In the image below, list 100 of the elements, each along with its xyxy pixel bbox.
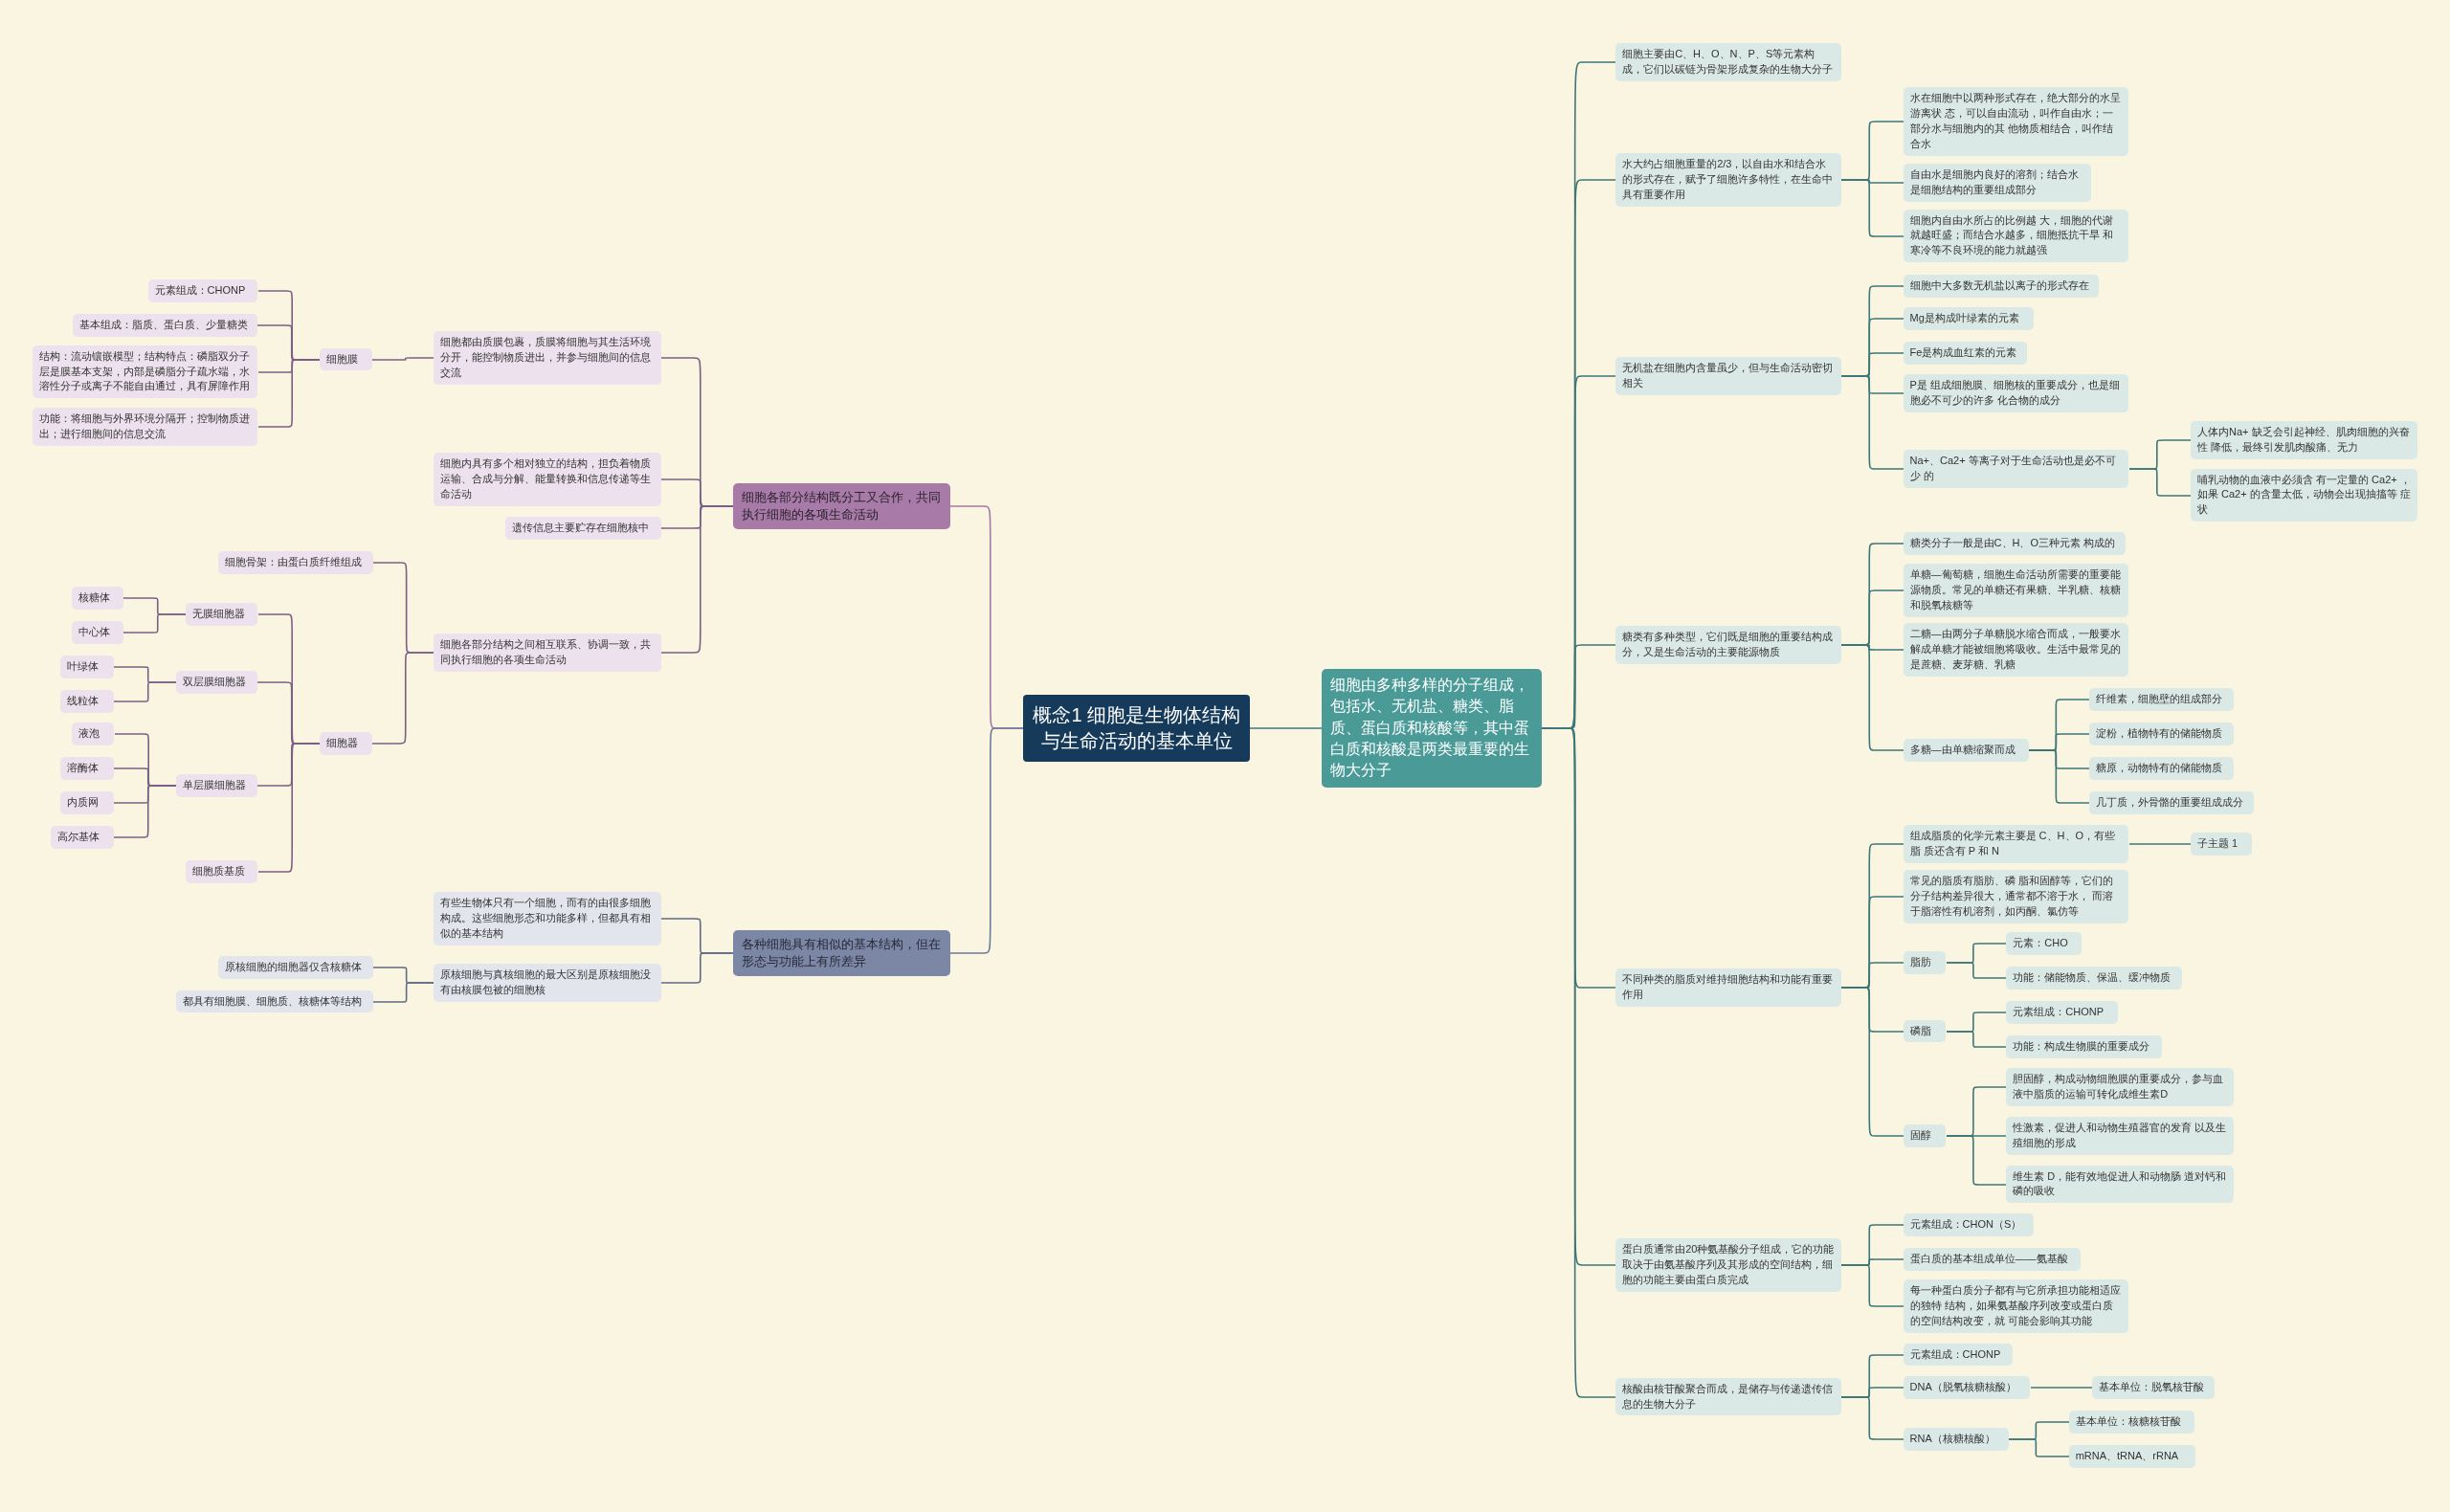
subtopic-box: 细胞骨架：由蛋白质纤维组成: [218, 550, 374, 574]
subtopic-box: 无机盐在细胞内含量虽少，但与生命活动密切相关: [1615, 357, 1841, 396]
subtopic-box: 蛋白质通常由20种氨基酸分子组成，它的功能取决于由氨基酸序列及其形成的空间结构，细胞的功能主要由蛋白质完成: [1615, 1238, 1841, 1293]
subtopic-box: 细胞内自由水所占的比例越 大，细胞的代谢就越旺盛；而结合水越多，细胞抵抗干旱 和寒冷等不良环境的能力就越强: [1903, 209, 2129, 263]
subtopic-box: 细胞都由质膜包裹，质膜将细胞与其生活环境分开，能控制物质进出，并参与细胞间的信息交流: [434, 330, 661, 385]
subtopic-box: 基本单位：脱氧核苷酸: [2092, 1375, 2215, 1399]
main-topic-box: 细胞由多种多样的分子组成，包括水、无机盐、糖类、脂质、蛋白质和核酸等，其中蛋白质和核酸是两类最重要的生物大分子: [1322, 668, 1543, 788]
subtopic-box: 糖类有多种类型，它们既是细胞的重要结构成分，又是生命活动的主要能源物质: [1615, 626, 1841, 665]
subtopic-box: 遗传信息主要贮存在细胞核中: [505, 516, 661, 540]
subtopic-box: RNA（核糖核酸）: [1903, 1427, 2009, 1451]
connector-line: [1946, 1031, 2007, 1048]
subtopic-box: 核酸由核苷酸聚合而成，是储存与传递遗传信息的生物大分子: [1615, 1377, 1841, 1416]
main-topic-box: 各种细胞具有相似的基本结构，但在形态与功能上有所差异: [732, 929, 950, 977]
subtopic-box: 磷脂: [1903, 1019, 1947, 1043]
connector-line: [2128, 468, 2192, 497]
subtopic-box: 叶绿体: [60, 656, 115, 679]
subtopic-box: 液泡: [71, 723, 115, 746]
subtopic-box: 细胞器: [320, 732, 372, 756]
subtopic-box: 功能：将细胞与外界环境分隔开；控制物质进出；进行细胞间的信息交流: [32, 407, 258, 446]
subtopic-box: 双层膜细胞器: [175, 671, 258, 695]
connector-line: [1840, 375, 1904, 470]
subtopic-box: 淀粉，植物特有的储能物质: [2088, 723, 2234, 746]
central-topic-box: 概念1 细胞是生物体结构与生命活动的基本单位: [1023, 694, 1251, 762]
subtopic-box: 无膜细胞器: [185, 602, 258, 626]
connector-line: [659, 952, 734, 984]
subtopic-box: 糖类分子一般是由C、H、O三种元素 构成的: [1903, 532, 2126, 556]
subtopic-box: 脂肪: [1903, 950, 1947, 974]
connector-line: [113, 681, 177, 702]
connector-line: [113, 785, 177, 838]
subtopic-box: 子主题 1: [2190, 832, 2253, 856]
main-topic-box: 细胞各部分结构既分工又合作，共同执行细胞的各项生命活动: [732, 482, 950, 530]
subtopic-box: 蛋白质的基本组成单位——氨基酸: [1903, 1247, 2081, 1271]
subtopic-box: 细胞内具有多个相对独立的结构，担负着物质运输、合成与分解、能量转换和信息传递等生命活动: [434, 453, 661, 507]
subtopic-box: 功能：构成生物膜的重要成分: [2006, 1034, 2162, 1058]
subtopic-box: 胆固醇，构成动物细胞膜的重要成分，参与血液中脂质的运输可转化成维生素D: [2006, 1068, 2234, 1107]
connector-line: [372, 982, 434, 1003]
subtopic-box: 人体内Na+ 缺乏会引起神经、肌肉细胞的兴奋性 降低，最终引发肌肉酸痛、无力: [2190, 421, 2418, 460]
subtopic-box: 几丁质，外骨骼的重要组成成分: [2088, 791, 2254, 815]
subtopic-box: 元素组成：CHONP: [1903, 1343, 2014, 1367]
subtopic-box: 元素组成：CHONP: [147, 278, 258, 302]
connector-line: [370, 652, 434, 745]
subtopic-box: 每一种蛋白质分子都有与它所承担功能相适应的独特 结构，如果氨基酸序列改变或蛋白质的空间结构改变，就 可能会影响其功能: [1903, 1279, 2129, 1333]
subtopic-box: 水在细胞中以两种形式存在，绝大部分的水呈游离状 态，可以自由流动，叫作自由水；一部分水与细胞内的其 他物质相结合，叫作结合水: [1903, 87, 2129, 157]
subtopic-box: 元素：CHO: [2006, 932, 2082, 956]
connector-line: [949, 727, 1024, 954]
subtopic-box: 组成脂质的化学元素主要是 C、H、O，有些脂 质还含有 P 和 N: [1903, 824, 2129, 863]
subtopic-box: 水大约占细胞重量的2/3，以自由水和结合水的形式存在，赋予了细胞许多特性，在生命中具有重要作用: [1615, 152, 1841, 207]
subtopic-box: 元素组成：CHON（S）: [1903, 1213, 2034, 1236]
subtopic-box: 细胞中大多数无机盐以离子的形式存在: [1903, 274, 2100, 298]
connector-line: [122, 613, 187, 634]
subtopic-box: 维生素 D，能有效地促进人和动物肠 道对钙和磷的吸收: [2006, 1165, 2234, 1204]
connector-line: [1249, 727, 1323, 729]
subtopic-box: 糖原，动物特有的储能物质: [2088, 757, 2234, 781]
subtopic-box: 基本单位：核糖核苷酸: [2068, 1410, 2194, 1434]
subtopic-box: 细胞膜: [320, 347, 372, 371]
subtopic-box: 核糖体: [71, 587, 123, 611]
subtopic-box: Fe是构成血红素的元素: [1903, 341, 2028, 365]
subtopic-box: 高尔基体: [51, 826, 115, 850]
connector-line: [2008, 1438, 2070, 1457]
subtopic-box: 性激素，促进人和动物生殖器官的发育 以及生殖细胞的形成: [2006, 1116, 2234, 1155]
subtopic-box: 单层膜细胞器: [175, 774, 258, 798]
connector-line: [659, 505, 734, 654]
subtopic-box: 原核细胞与真核细胞的最大区别是原核细胞没有由核膜包被的细胞核: [434, 963, 661, 1002]
connector-line: [257, 359, 321, 428]
subtopic-box: 基本组成：脂质、蛋白质、少量糖类: [73, 313, 258, 337]
connector-line: [1946, 1135, 2007, 1186]
subtopic-box: P是 组成细胞膜、细胞核的重要成分，也是细胞必不可少的许多 化合物的成分: [1903, 374, 2129, 413]
connector-line: [1946, 962, 2007, 979]
subtopic-box: mRNA、tRNA、rRNA: [2068, 1444, 2196, 1468]
subtopic-box: 哺乳动物的血液中必须含 有一定量的 Ca2+ ，如果 Ca2+ 的含量太低，动物会出现抽搐等 症状: [2190, 468, 2418, 523]
subtopic-box: 多糖—由单糖缩聚而成: [1903, 738, 2029, 762]
subtopic-box: DNA（脱氧核糖核酸）: [1903, 1375, 2031, 1399]
connector-line: [2128, 843, 2192, 845]
connector-line: [1840, 987, 1904, 1137]
subtopic-box: 中心体: [71, 621, 123, 645]
connector-line: [370, 357, 434, 361]
connector-line: [257, 743, 321, 873]
connector-line: [1840, 1264, 1904, 1307]
subtopic-box: 都具有细胞膜、细胞质、核糖体等结构: [175, 989, 374, 1013]
subtopic-box: 功能：储能物质、保温、缓冲物质: [2006, 967, 2182, 989]
subtopic-box: 单糖—葡萄糖，细胞生命活动所需要的重要能源物质。常见的单糖还有果糖、半乳糖、核糖和脱氧核糖等: [1903, 564, 2129, 617]
subtopic-box: 结构：流动镶嵌模型；结构特点：磷脂双分子层是膜基本支架，内部是磷脂分子疏水端，水溶性分子或离子不能自由通过，具有屏障作用: [32, 345, 258, 399]
subtopic-box: Mg是构成叶绿素的元素: [1903, 307, 2034, 330]
subtopic-box: 不同种类的脂质对维持细胞结构和功能有重要作用: [1615, 967, 1841, 1007]
subtopic-box: 二糖—由两分子单糖脱水缩合而成，一般要水解成单糖才能被细胞将吸收。生活中最常见的是蔗糖、麦芽糖、乳糖: [1903, 623, 2129, 677]
connector-line: [1840, 179, 1904, 237]
subtopic-box: Na+、Ca2+ 等离子对于生命活动也是必不可少 的: [1903, 449, 2129, 488]
connector-line: [2030, 1387, 2093, 1389]
subtopic-box: 线粒体: [60, 690, 115, 713]
subtopic-box: 原核细胞的细胞器仅含核糖体: [218, 955, 374, 979]
subtopic-box: 溶酶体: [60, 757, 115, 781]
subtopic-box: 有些生物体只有一个细胞，而有的由很多细胞构成。这些细胞形态和功能多样，但都具有相似的基本结构: [434, 892, 661, 945]
subtopic-box: 常见的脂质有脂肪、磷 脂和固醇等，它们的分子结构差异很大，通常都不溶于水， 而溶于脂溶性有机溶剂，如丙酮、氯仿等: [1903, 870, 2129, 923]
connector-line: [2028, 749, 2090, 804]
subtopic-box: 纤维素，细胞壁的组成部分: [2088, 688, 2234, 712]
connector-line: [1840, 1396, 1904, 1440]
subtopic-box: 细胞质基质: [185, 860, 258, 883]
subtopic-box: 固醇: [1903, 1123, 1947, 1147]
subtopic-box: 自由水是细胞内良好的溶剂；结合水是细胞结构的重要组成部分: [1903, 164, 2092, 202]
subtopic-box: 细胞主要由C、H、O、N、P、S等元素构成，它们以碳链为骨架形成复杂的生物大分子: [1615, 43, 1841, 82]
